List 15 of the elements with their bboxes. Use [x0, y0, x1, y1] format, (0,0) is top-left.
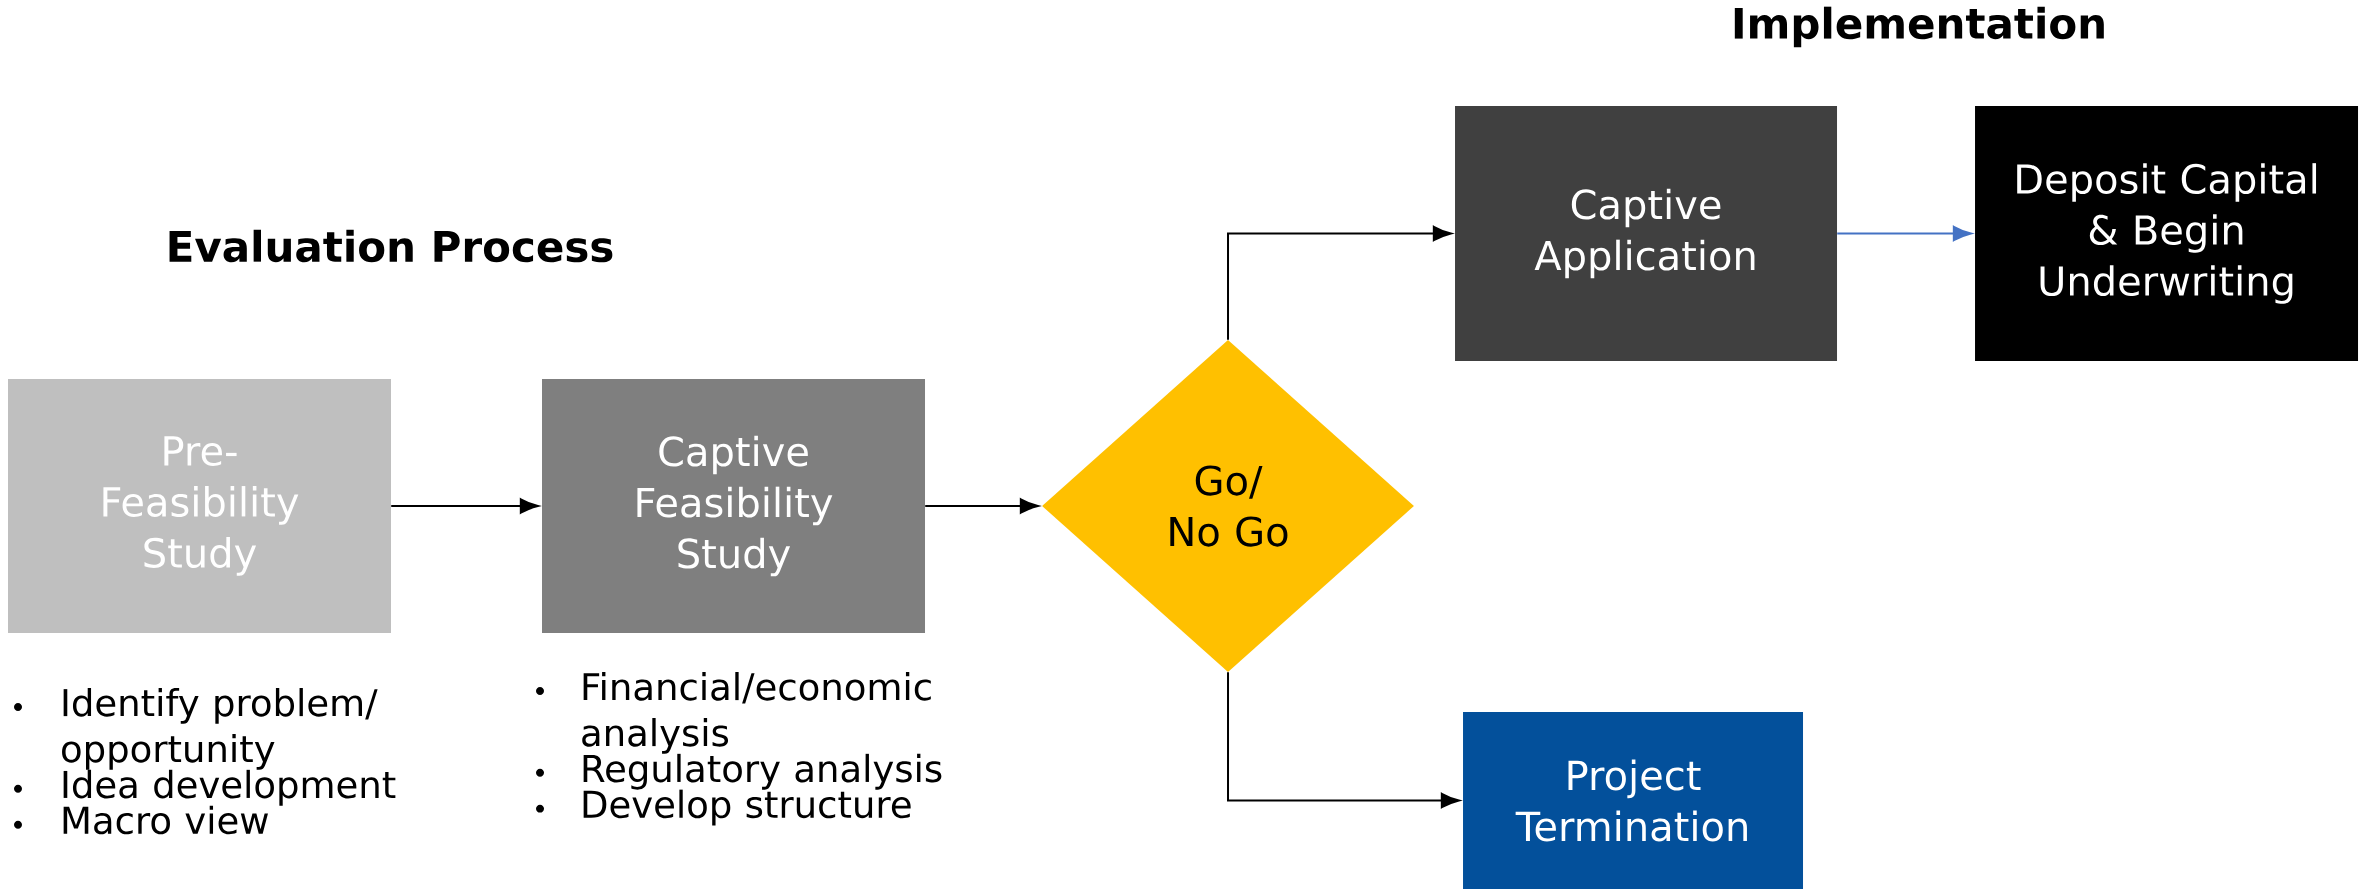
- bullet-item: Regulatory analysis: [536, 753, 942, 790]
- bullet-item: Financial/economic analysis: [536, 672, 931, 754]
- process-box: Project Termination: [1463, 712, 1803, 889]
- arrow: [390, 498, 539, 514]
- bullet-item: Idea development: [14, 769, 396, 806]
- process-box: Captive Feasibility Study: [542, 379, 925, 633]
- bullet-item: Identify problem/ opportunity: [14, 688, 378, 770]
- section-heading: Evaluation Process: [169, 229, 613, 263]
- arrow: [924, 498, 1039, 514]
- section-heading: Implementation: [1734, 6, 2104, 48]
- process-box: Captive Application: [1455, 106, 1837, 361]
- bullet-item: Develop structure: [536, 789, 911, 826]
- process-box: Pre-Feasibility Study: [8, 379, 391, 633]
- bullet-item: Macro view: [14, 805, 268, 835]
- process-box: Deposit Capital & Begin Underwriting: [1975, 106, 2359, 361]
